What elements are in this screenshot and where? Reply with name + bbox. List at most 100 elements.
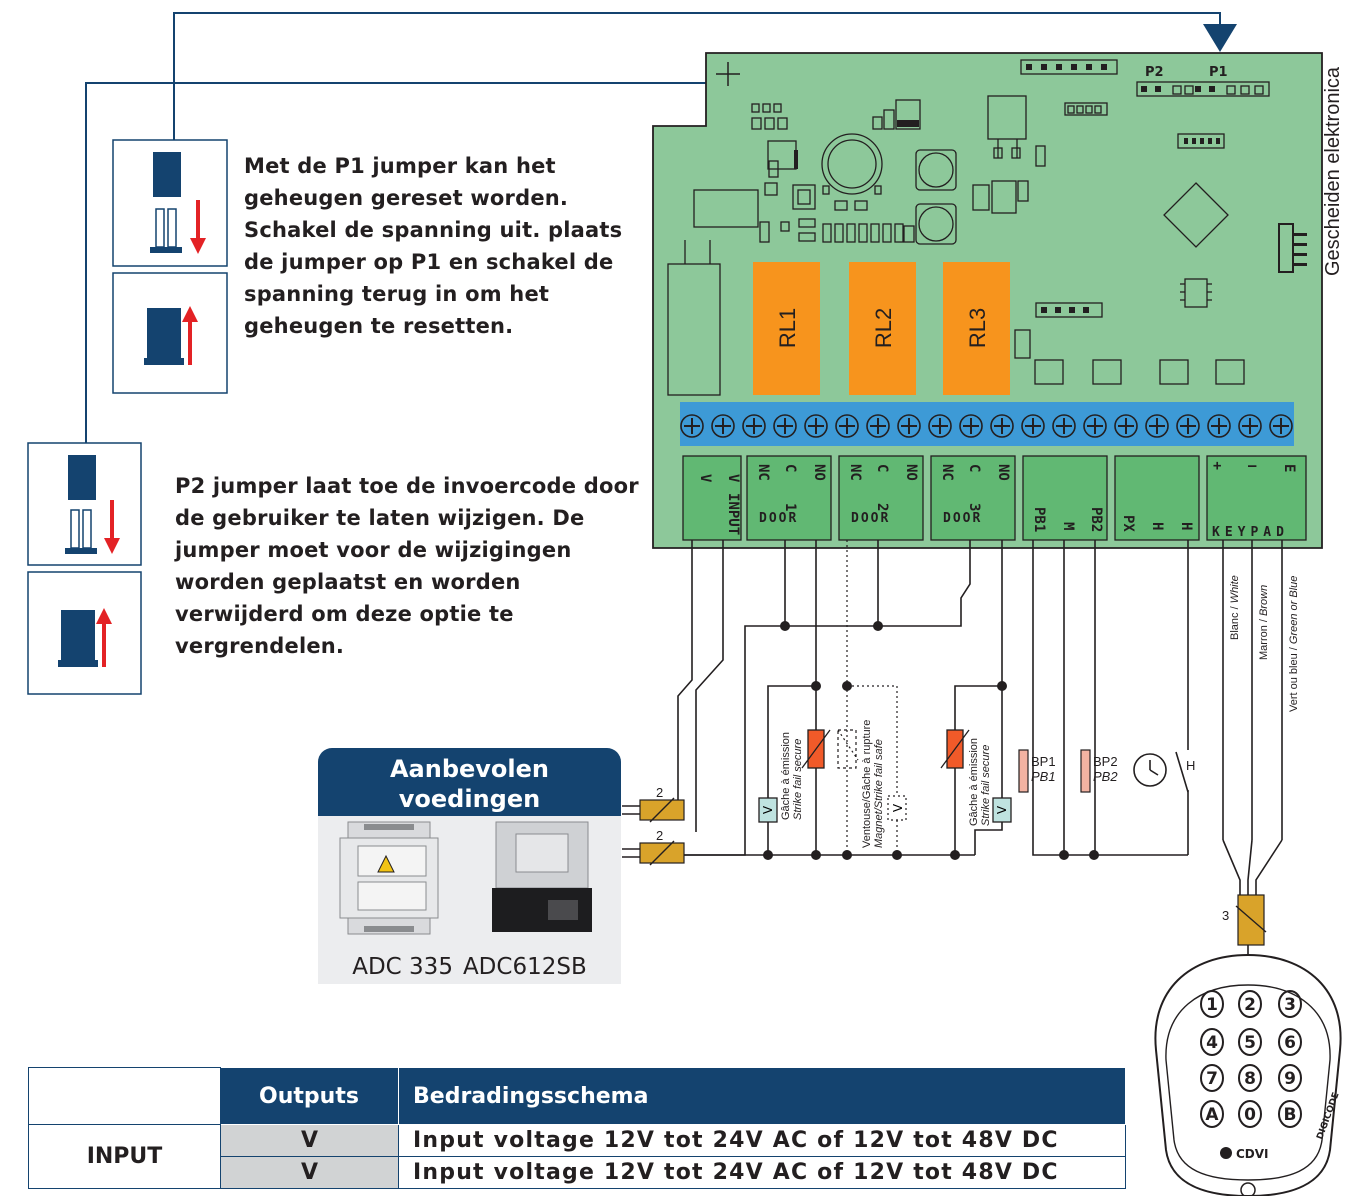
cable2-count: 2 <box>656 828 663 843</box>
door3-no-label: NO <box>995 464 1011 481</box>
strike1-label-fr: Gâche à émission <box>780 732 792 820</box>
table-desc-cell: Input voltage 12V tot 24V AC of 12V tot … <box>398 1124 1126 1157</box>
key-4: 4 <box>1206 1033 1218 1053</box>
pb2-italic-label: PB2 <box>1093 769 1118 784</box>
cable3-count: 3 <box>1222 908 1229 923</box>
door2-number: 2 <box>874 503 890 511</box>
clock-icon <box>1133 753 1167 787</box>
key-a: A <box>1205 1105 1219 1125</box>
push-buttons <box>1018 749 1091 793</box>
input-v2-label: V <box>725 474 741 483</box>
strike3-coil <box>940 729 970 769</box>
adc335-image <box>339 821 439 935</box>
relay-rl1 <box>753 262 820 395</box>
relay-rl2-label: RL2 <box>871 308 896 348</box>
door2-no-label: NO <box>903 464 919 481</box>
strike3-v-label: V <box>995 805 1009 814</box>
cable1-count: 2 <box>656 785 663 800</box>
door3-nc-label: NC <box>939 464 955 481</box>
relay-rl2 <box>849 262 916 395</box>
p1-jumper-remove-box <box>112 139 228 267</box>
v-boxes: V V V <box>758 797 1012 823</box>
door3-c-label: C <box>966 464 982 472</box>
door2-nc-label: NC <box>847 464 863 481</box>
junction-dots <box>763 621 1099 860</box>
bp1-label: BP1 <box>1031 754 1056 769</box>
magnet-label-fr: Ventouse/Gâche à rupture <box>861 720 873 848</box>
terminal-strip <box>680 402 1294 446</box>
pb1-italic-label: PB1 <box>1031 769 1056 784</box>
strike1-v-label: V <box>761 805 775 814</box>
relay-rl3 <box>943 262 1010 395</box>
adc612sb-label: ADC612SB <box>462 954 587 980</box>
table-header-outputs: Outputs <box>220 1067 399 1125</box>
strike1-label-en: Strike fail secure <box>792 739 804 820</box>
table-desc-cell: Input voltage 12V tot 24V AC of 12V tot … <box>398 1156 1126 1189</box>
keypad-brand-label: CDVI <box>1236 1147 1269 1161</box>
door1-c-label: C <box>782 464 798 472</box>
door2-label: DOOR <box>851 511 890 526</box>
px-label: PX <box>1120 515 1136 532</box>
door1-nc-label: NC <box>755 464 771 481</box>
key-5: 5 <box>1244 1033 1256 1053</box>
table-header-blank <box>28 1067 221 1125</box>
m-label: M <box>1060 522 1076 530</box>
jumper-p2-label: P2 <box>1145 65 1164 80</box>
input-v1-label: V <box>697 474 713 483</box>
jumper-p1-label: P1 <box>1209 65 1228 80</box>
brown-wire-label: Marron / Brown <box>1258 585 1270 660</box>
table-row: INPUT V Input voltage 12V tot 24V AC of … <box>28 1124 1126 1189</box>
power-supplies-title: Aanbevolen voedingen <box>318 748 621 816</box>
magnet-v-label: V <box>891 803 905 812</box>
wiring-table: Outputs Bedradingsschema INPUT V Input v… <box>28 1067 1126 1189</box>
cable-sleeves <box>622 797 1267 946</box>
key-b: B <box>1284 1105 1297 1125</box>
p1-jumper-note: Met de P1 jumper kan het geheugen gerese… <box>244 154 623 338</box>
adc612sb-image <box>492 821 592 932</box>
p1-arrow-icon <box>1203 24 1237 52</box>
power-supplies-panel: Aanbevolen voedingen ADC 335 ADC612SB <box>318 748 621 984</box>
table-row: V Input voltage 12V tot 24V AC of 12V to… <box>29 1156 1126 1189</box>
p2-jumper-place-box <box>27 571 142 695</box>
table-group-input: INPUT <box>28 1124 221 1189</box>
p2-jumper-note: P2 jumper laat toe de invoercode door de… <box>175 474 639 658</box>
h-switch-label: H <box>1186 758 1195 773</box>
relay-rl1-label: RL1 <box>775 308 800 348</box>
keypad-e-label: E <box>1281 464 1297 472</box>
strike1-coil <box>801 729 831 769</box>
controller-board: RL1 RL2 RL3 P2 P1 V V INPUT NC C <box>652 52 1323 549</box>
h2-label: H <box>1178 522 1194 530</box>
key-2: 2 <box>1244 995 1256 1015</box>
key-3: 3 <box>1284 995 1296 1015</box>
relay-rl3-label: RL3 <box>965 308 990 348</box>
keypad-keys: 1 2 3 4 5 6 7 8 9 A 0 B <box>1200 990 1302 1128</box>
door2-c-label: C <box>874 464 890 472</box>
strike3-label-en: Strike fail secure <box>980 745 992 826</box>
bp2-label: BP2 <box>1093 754 1118 769</box>
keypad-terminal-label: KEYPAD <box>1212 525 1289 540</box>
door3-number: 3 <box>966 503 982 511</box>
green-blue-wire-label: Vert ou bleu / Green or Blue <box>1288 576 1300 712</box>
p1-jumper-place-box <box>112 272 228 394</box>
wiring-lines <box>664 540 1283 960</box>
door1-no-label: NO <box>811 464 827 481</box>
key-9: 9 <box>1284 1069 1296 1089</box>
pb1-label: PB1 <box>1031 507 1047 532</box>
keypad-plus-label: + <box>1213 458 1221 474</box>
p2-jumper-remove-box <box>27 442 142 566</box>
power-supply-images <box>339 821 592 935</box>
magnet-label-en: Magnet/Strike fail safe <box>873 739 885 848</box>
door1-number: 1 <box>782 503 798 511</box>
key-0: 0 <box>1244 1105 1256 1125</box>
input-label: INPUT <box>725 493 741 535</box>
key-8: 8 <box>1244 1069 1256 1089</box>
magnet-coil <box>837 729 857 769</box>
key-7: 7 <box>1206 1069 1218 1089</box>
door3-label: DOOR <box>943 511 982 526</box>
key-1: 1 <box>1206 995 1218 1015</box>
table-output-cell: V <box>220 1156 399 1189</box>
door1-label: DOOR <box>759 511 798 526</box>
magnet-dotted-wiring <box>837 540 907 855</box>
adc335-label: ADC 335 <box>352 954 453 980</box>
